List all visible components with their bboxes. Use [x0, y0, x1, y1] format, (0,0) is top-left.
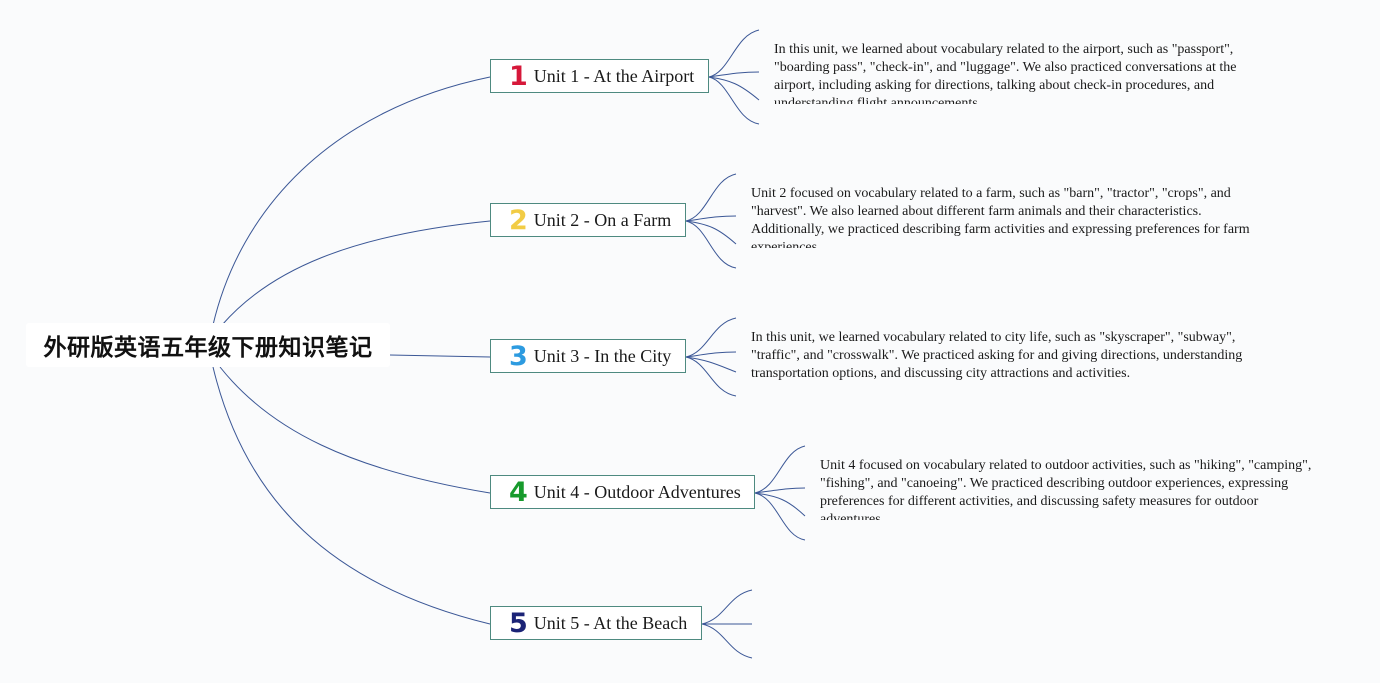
unit-label: Unit 3 - In the City: [533, 345, 672, 366]
connector-root-unit-4: [219, 366, 491, 494]
unit-label: Unit 2 - On a Farm: [533, 209, 672, 230]
unit-node-1[interactable]: 1 Unit 1 - At the Airport: [490, 59, 709, 93]
unit-label: Unit 1 - At the Airport: [533, 65, 695, 86]
unit-note-3: In this unit, we learned vocabulary rela…: [751, 330, 1243, 380]
number-3-icon: 3: [509, 340, 528, 372]
branch-fan-unit-4: [754, 445, 806, 541]
unit-label: Unit 4 - Outdoor Adventures: [533, 481, 741, 502]
unit-note-4: Unit 4 focused on vocabulary related to …: [820, 458, 1312, 520]
unit-note-2: Unit 2 focused on vocabulary related to …: [751, 186, 1250, 248]
branch-fan-unit-1: [708, 29, 760, 125]
connector-root-unit-2: [221, 220, 491, 326]
unit-node-2[interactable]: 2 Unit 2 - On a Farm: [490, 203, 686, 237]
branch-fan-unit-2: [685, 173, 737, 269]
root-node-title[interactable]: 外研版英语五年级下册知识笔记: [26, 323, 390, 367]
number-2-icon: 2: [509, 204, 528, 236]
branch-fan-unit-3: [685, 317, 737, 397]
root-title-text: 外研版英语五年级下册知识笔记: [43, 335, 373, 361]
branch-fan-unit-5: [701, 589, 753, 659]
number-5-icon: 5: [509, 607, 528, 639]
number-4-icon: 4: [509, 476, 528, 508]
connector-root-unit-1: [212, 76, 491, 326]
unit-node-4[interactable]: 4 Unit 4 - Outdoor Adventures: [490, 475, 755, 509]
connector-root-unit-5: [212, 366, 491, 625]
connector-root-unit-3: [389, 354, 491, 358]
unit-note-1: In this unit, we learned about vocabular…: [774, 42, 1237, 104]
unit-node-5[interactable]: 5 Unit 5 - At the Beach: [490, 606, 702, 640]
unit-label: Unit 5 - At the Beach: [533, 612, 688, 633]
unit-node-3[interactable]: 3 Unit 3 - In the City: [490, 339, 686, 373]
number-1-icon: 1: [509, 60, 528, 92]
